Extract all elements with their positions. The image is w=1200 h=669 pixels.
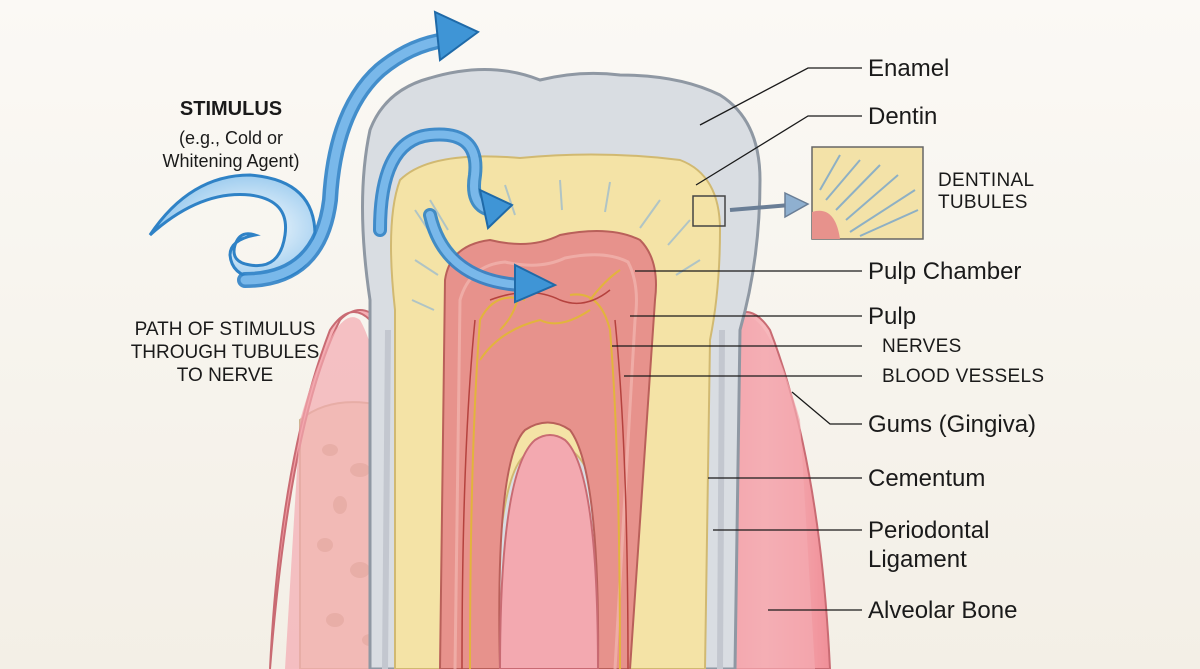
label-alveolar-bone: Alveolar Bone	[868, 597, 1018, 624]
tooth	[361, 67, 762, 669]
path-caption-line2: THROUGH TUBULES	[130, 342, 320, 363]
label-blood-vessels: BLOOD VESSELS	[882, 366, 1045, 387]
nerves	[469, 269, 621, 669]
label-nerves: NERVES	[882, 336, 962, 357]
label-periodontal-line1: Periodontal	[868, 517, 990, 544]
path-caption-line3: TO NERVE	[176, 365, 274, 386]
inset-label-line2: TUBULES	[938, 192, 1028, 213]
label-pulp: Pulp	[868, 303, 917, 330]
cementum-layer	[382, 329, 725, 669]
label-gums: Gums (Gingiva)	[868, 411, 1037, 438]
inter-root-gum	[498, 434, 600, 669]
pulp-layer	[438, 230, 657, 669]
dentinal-tubules-inset	[692, 146, 924, 240]
stimulus-wave	[148, 173, 317, 282]
leader-lines	[612, 67, 862, 611]
arrowheads	[433, 10, 558, 304]
label-pulp-chamber: Pulp Chamber	[868, 258, 1022, 285]
stimulus-subtitle-line1: (e.g., Cold or	[178, 128, 284, 148]
stimulus-title: STIMULUS	[179, 98, 283, 120]
stimulus-subtitle-line2: Whitening Agent)	[162, 151, 300, 171]
inset-label-line1: DENTINAL	[938, 170, 1035, 191]
label-periodontal-line2: Ligament	[868, 546, 967, 573]
label-cementum: Cementum	[868, 465, 986, 492]
label-enamel: Enamel	[868, 55, 950, 82]
stimulus-arrows	[237, 32, 527, 292]
label-dentin: Dentin	[868, 103, 938, 130]
blood-vessels	[461, 289, 629, 669]
tubule-strokes	[411, 179, 701, 311]
path-caption-line1: PATH OF STIMULUS	[134, 319, 316, 340]
